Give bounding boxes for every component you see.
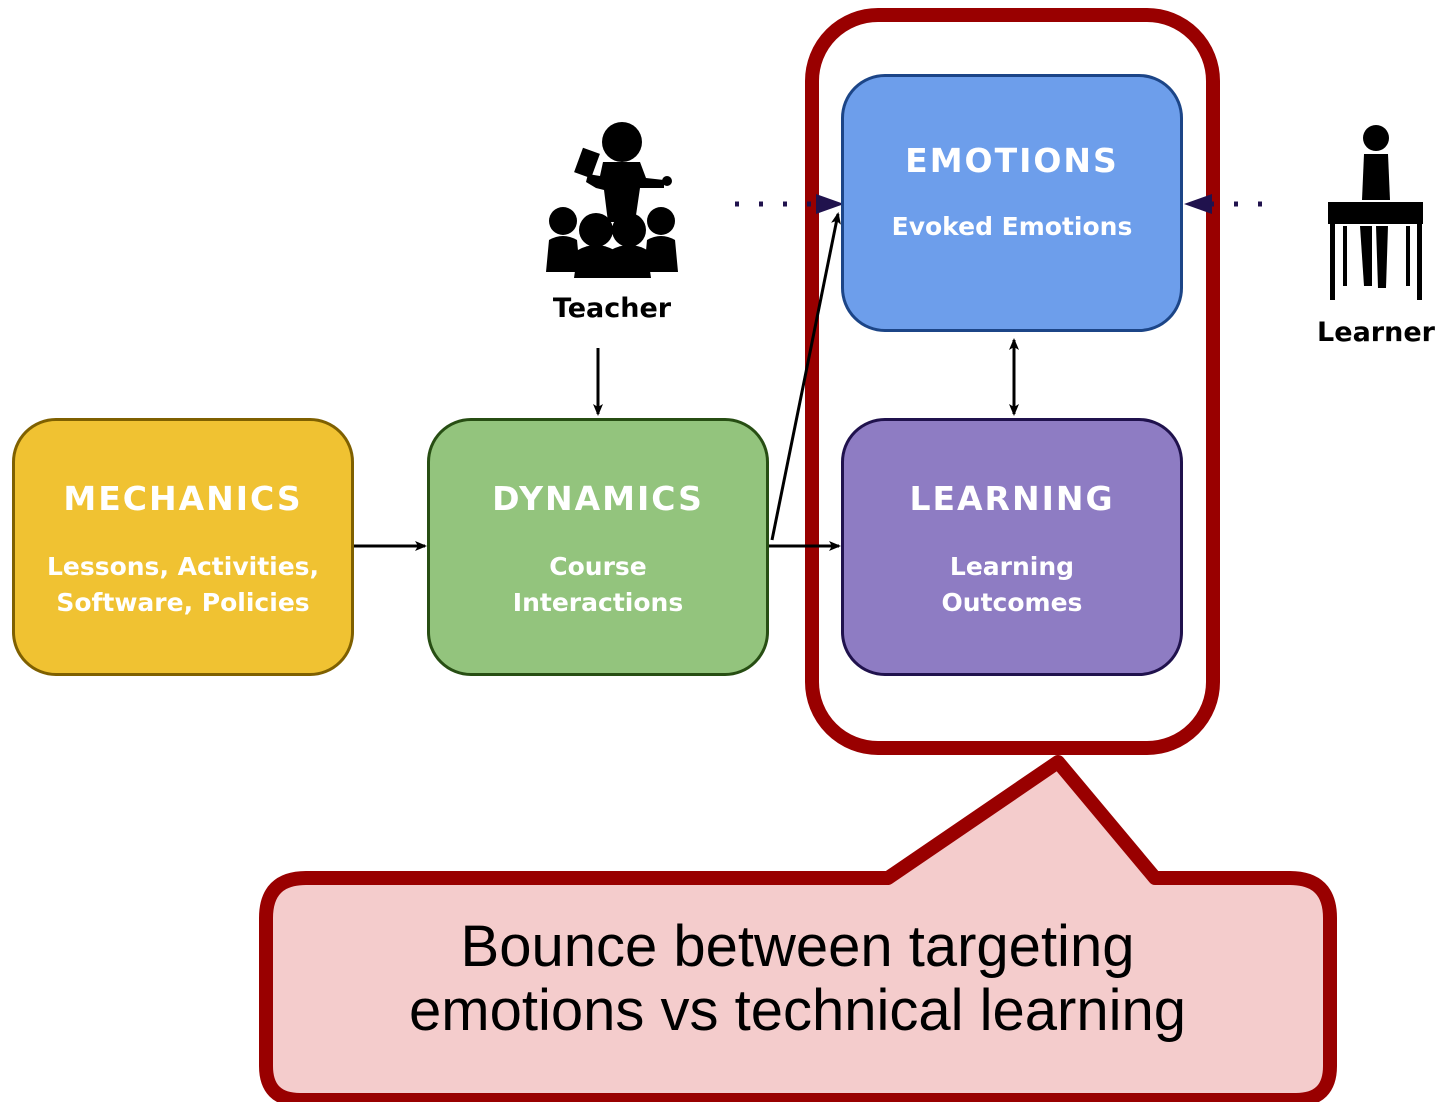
mechanics-line2: Software, Policies [56,588,310,617]
callout-line1: Bounce between targeting [460,914,1135,979]
teacher-label: Teacher [552,293,672,324]
learner-at-desk-icon [1328,125,1423,300]
learning-box: LEARNING Learning Outcomes [841,418,1183,676]
dynamics-box: DYNAMICS Course Interactions [427,418,769,676]
learning-line1: Learning [949,552,1075,581]
callout-line2: emotions vs technical learning [409,978,1186,1043]
emotions-subtitle: Evoked Emotions [844,209,1180,245]
emotions-title: EMOTIONS [905,141,1119,180]
learning-title: LEARNING [909,479,1115,518]
learning-line2: Outcomes [941,588,1083,617]
emotions-line1: Evoked Emotions [891,212,1133,241]
callout-text: Bounce between targeting emotions vs tec… [280,915,1315,1043]
dynamics-line1: Course [549,552,647,581]
mechanics-title: MECHANICS [63,479,303,518]
arrow-dynamics-to-emotions [770,212,841,541]
learning-subtitle: Learning Outcomes [844,549,1180,621]
emotions-box: EMOTIONS Evoked Emotions [841,74,1183,332]
callout-bubble [259,755,1337,1102]
mechanics-line1: Lessons, Activities, [46,552,320,581]
dynamics-subtitle: Course Interactions [430,549,766,621]
dynamics-line2: Interactions [512,588,684,617]
arrowhead-teacher-to-emotions [816,194,844,214]
highlight-frame [805,8,1220,755]
teacher-with-students-icon [546,122,678,278]
mechanics-box: MECHANICS Lessons, Activities, Software,… [12,418,354,676]
mechanics-subtitle: Lessons, Activities, Software, Policies [15,549,351,621]
dynamics-title: DYNAMICS [492,479,704,518]
learner-label: Learner [1317,317,1435,348]
arrowhead-learner-to-emotions [1184,194,1212,214]
